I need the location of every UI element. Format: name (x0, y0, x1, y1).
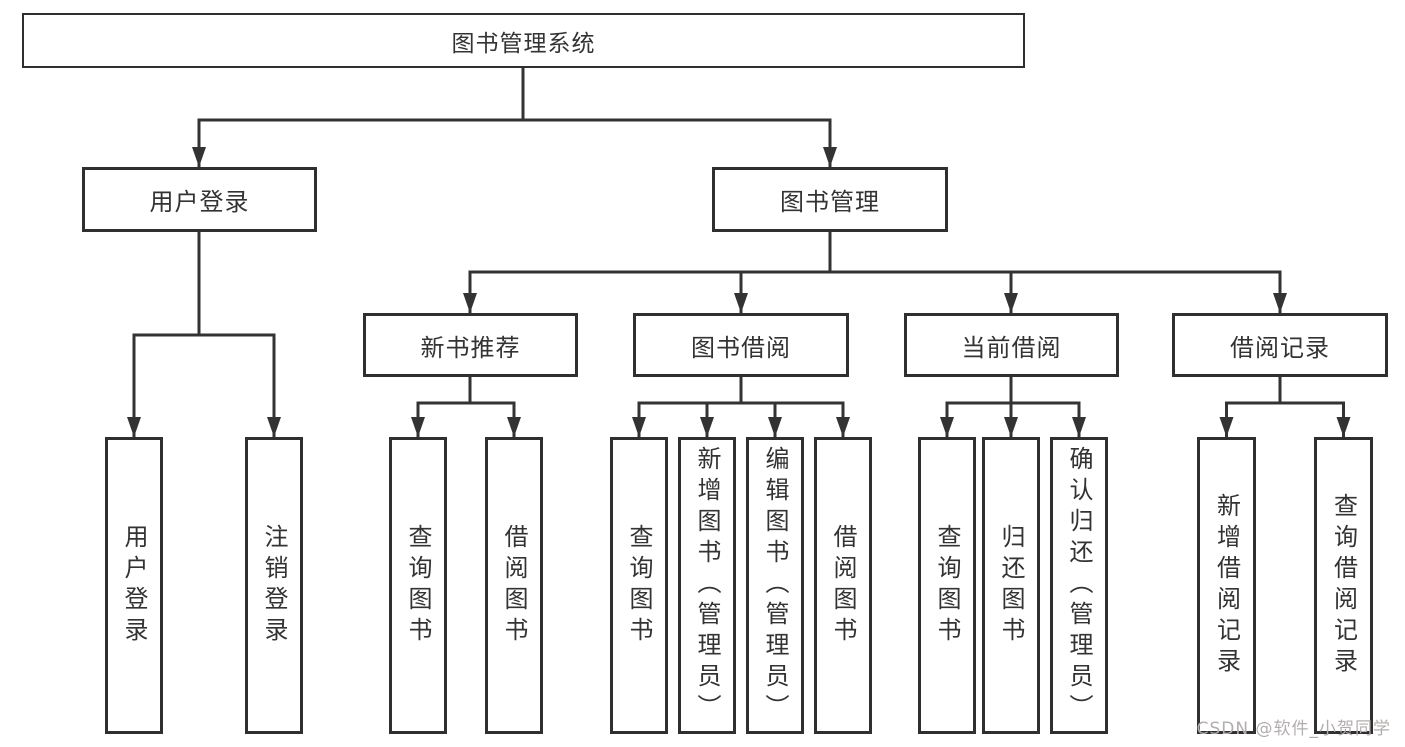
node-leaf-return-book-label: 归还图书 (997, 523, 1025, 648)
node-leaf-query-books-3-label: 查询图书 (933, 523, 961, 648)
node-leaf-logout: 注销登录 (245, 437, 303, 734)
node-leaf-edit-book-admin-label: 编辑图书（管理员） (761, 446, 789, 725)
node-leaf-query-books-1-label: 查询图书 (404, 523, 432, 648)
node-leaf-borrow-books-2: 借阅图书 (814, 437, 872, 734)
watermark: CSDN @软件_小贺同学 (1196, 719, 1391, 739)
node-root: 图书管理系统 (22, 13, 1025, 68)
node-book-borrow: 图书借阅 (633, 313, 849, 377)
node-leaf-query-borrow-record: 查询借阅记录 (1314, 437, 1373, 734)
node-book-management-label: 图书管理 (780, 188, 880, 216)
node-borrow-records-label: 借阅记录 (1230, 333, 1330, 362)
node-leaf-user-login: 用户登录 (105, 437, 163, 734)
node-leaf-borrow-books-1-label: 借阅图书 (500, 523, 528, 648)
node-leaf-logout-label: 注销登录 (260, 523, 288, 648)
node-borrow-records: 借阅记录 (1172, 313, 1388, 377)
connector-lines (127, 68, 1351, 437)
node-user-login-label: 用户登录 (149, 188, 250, 216)
node-leaf-query-borrow-record-label: 查询借阅记录 (1329, 492, 1358, 679)
node-leaf-query-books-2-label: 查询图书 (625, 523, 653, 648)
node-leaf-add-book-admin: 新增图书（管理员） (678, 437, 736, 734)
node-leaf-add-book-admin-label: 新增图书（管理员） (693, 446, 721, 725)
node-leaf-add-borrow-record-label: 新增借阅记录 (1212, 492, 1241, 679)
node-leaf-query-books-2: 查询图书 (610, 437, 668, 734)
node-new-book-recommend-label: 新书推荐 (420, 333, 521, 362)
node-leaf-add-borrow-record: 新增借阅记录 (1197, 437, 1256, 734)
node-leaf-confirm-return-admin: 确认归还（管理员） (1050, 437, 1108, 734)
node-leaf-edit-book-admin: 编辑图书（管理员） (746, 437, 804, 734)
node-leaf-query-books-1: 查询图书 (389, 437, 447, 734)
node-leaf-borrow-books-1: 借阅图书 (485, 437, 543, 734)
node-leaf-confirm-return-admin-label: 确认归还（管理员） (1065, 446, 1093, 725)
node-current-borrow: 当前借阅 (904, 313, 1119, 377)
node-leaf-user-login-label: 用户登录 (120, 523, 148, 648)
node-current-borrow-label: 当前借阅 (961, 333, 1062, 362)
node-book-management: 图书管理 (712, 167, 948, 232)
node-user-login: 用户登录 (82, 167, 317, 232)
node-new-book-recommend: 新书推荐 (363, 313, 578, 377)
node-root-label: 图书管理系统 (451, 30, 596, 57)
node-leaf-return-book: 归还图书 (982, 437, 1040, 734)
node-leaf-borrow-books-2-label: 借阅图书 (829, 523, 857, 648)
node-book-borrow-label: 图书借阅 (691, 333, 791, 362)
node-leaf-query-books-3: 查询图书 (918, 437, 976, 734)
